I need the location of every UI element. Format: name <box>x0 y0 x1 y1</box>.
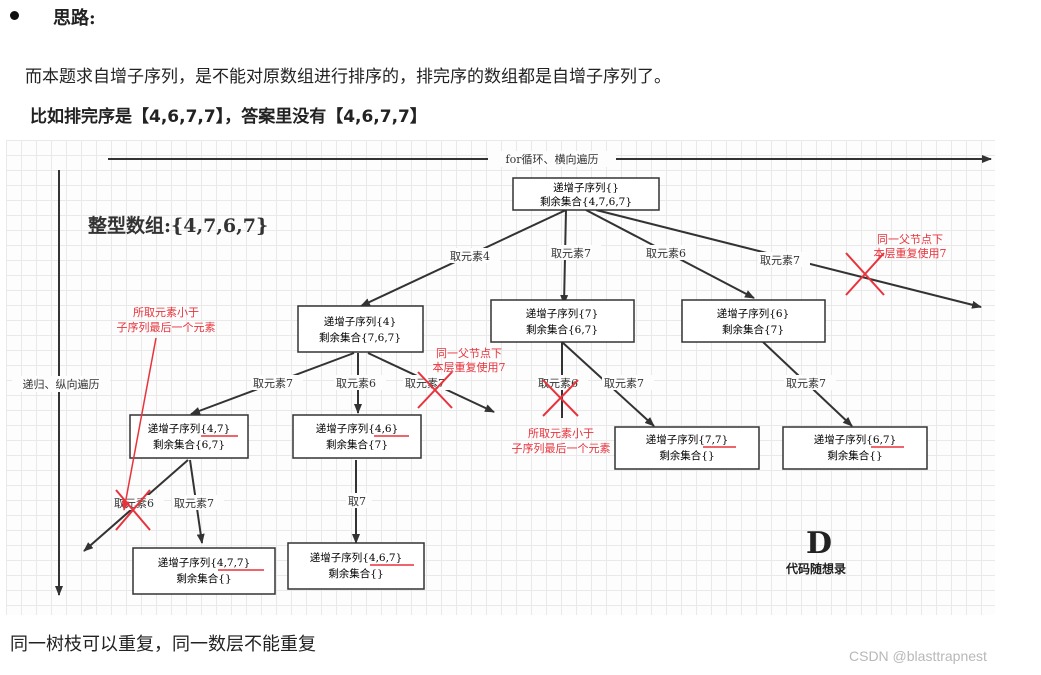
watermark: CSDN @blasttrapnest <box>849 648 987 664</box>
tree-node-4-7: 递增子序列{4,7} 剩余集合{6,7} <box>129 414 249 459</box>
svg-text:剩余集合{6,7}: 剩余集合{6,7} <box>153 438 225 451</box>
backtracking-tree-diagram: for循环、横向遍历 递归、纵向遍历 整型数组:{4,7,6,7} 递增子序列{… <box>6 140 995 615</box>
edge-label: 取元素7 <box>786 377 826 390</box>
edge-label: 取元素4 <box>450 250 490 263</box>
edge-label: 取元素7 <box>174 497 214 510</box>
annotation-text: 子序列最后一个元素 <box>512 441 611 455</box>
annotation-text: 子序列最后一个元素 <box>117 320 216 334</box>
vertical-recursion-arrow: 递归、纵向遍历 <box>12 170 110 596</box>
svg-text:剩余集合{6,7}: 剩余集合{6,7} <box>526 323 598 336</box>
svg-text:递增子序列{4,7,7}: 递增子序列{4,7,7} <box>158 556 251 569</box>
edge-label: 取元素6 <box>538 377 578 390</box>
svg-text:剩余集合{}: 剩余集合{} <box>659 449 714 462</box>
bullet-dot <box>10 11 19 20</box>
edge-label: 取元素7 <box>253 377 293 390</box>
edge-labels: 取元素4 取元素7 取元素6 取元素7 取元素7 取元素6 取元素7 取元素6 … <box>112 245 836 510</box>
tree-node-root: 递增子序列{} 剩余集合{4,7,6,7} <box>512 177 660 211</box>
cross-icon <box>845 252 885 296</box>
svg-text:递增子序列{7}: 递增子序列{7} <box>526 307 599 320</box>
annotation-text: 本层重复使用7 <box>874 246 947 260</box>
annotation-text: 所取元素小于 <box>528 427 594 440</box>
edge-label: 取元素7 <box>760 254 800 267</box>
svg-text:剩余集合{7}: 剩余集合{7} <box>326 438 388 451</box>
svg-text:剩余集合{}: 剩余集合{} <box>328 567 383 580</box>
tree-node-6: 递增子序列{6} 剩余集合{7} <box>681 299 826 343</box>
cross-icon <box>542 379 579 417</box>
edge-label: 取元素7 <box>604 377 644 390</box>
svg-text:递增子序列{7,7}: 递增子序列{7,7} <box>646 433 729 446</box>
annotation-text: 所取元素小于 <box>133 306 199 319</box>
site-logo: D 代码随想录 <box>785 526 846 576</box>
cross-icon <box>417 371 453 409</box>
svg-text:剩余集合{4,7,6,7}: 剩余集合{4,7,6,7} <box>540 195 632 208</box>
vertical-arrow-label: 递归、纵向遍历 <box>23 377 100 391</box>
edge-label: 取元素6 <box>336 377 376 390</box>
edge-label: 取7 <box>348 495 366 508</box>
svg-text:递增子序列{4,7}: 递增子序列{4,7} <box>148 422 231 435</box>
summary-text: 同一树枝可以重复，同一数层不能重复 <box>10 634 316 655</box>
annotation-arrow <box>121 337 157 511</box>
horizontal-traversal-arrow: for循环、横向遍历 <box>108 151 992 167</box>
annotation-text: 同一父节点下 <box>436 347 502 360</box>
svg-text:剩余集合{7}: 剩余集合{7} <box>722 323 784 336</box>
svg-text:剩余集合{}: 剩余集合{} <box>827 449 882 462</box>
pruned-branch-marks <box>115 252 885 531</box>
red-annotations: 同一父节点下 本层重复使用7 同一父节点下 本层重复使用7 所取元素小于 子序列… <box>117 233 947 455</box>
tree-node-7: 递增子序列{7} 剩余集合{6,7} <box>490 299 635 343</box>
svg-text:剩余集合{7,6,7}: 剩余集合{7,6,7} <box>319 331 401 344</box>
svg-text:递增子序列{4,6,7}: 递增子序列{4,6,7} <box>310 551 403 564</box>
tree-node-6-7: 递增子序列{6,7} 剩余集合{} <box>782 426 928 470</box>
svg-text:递增子序列{4}: 递增子序列{4} <box>324 315 397 328</box>
edge-label: 取元素6 <box>646 247 686 260</box>
annotation-text: 本层重复使用7 <box>433 360 506 374</box>
tree-node-4-6: 递增子序列{4,6} 剩余集合{7} <box>292 414 422 459</box>
logo-letter: D <box>806 526 832 561</box>
svg-text:递增子序列{4,6}: 递增子序列{4,6} <box>316 422 399 435</box>
array-label: 整型数组:{4,7,6,7} <box>88 214 268 237</box>
annotation-text: 同一父节点下 <box>877 233 943 246</box>
svg-text:递增子序列{6}: 递增子序列{6} <box>717 307 790 320</box>
diagram-svg: for循环、横向遍历 递归、纵向遍历 整型数组:{4,7,6,7} 递增子序列{… <box>12 151 992 596</box>
logo-text: 代码随想录 <box>785 561 846 576</box>
example-paragraph: 比如排完序是【4,6,7,7】，答案里没有【4,6,7,7】 <box>30 107 427 127</box>
tree-node-4-7-7: 递增子序列{4,7,7} 剩余集合{} <box>132 547 276 595</box>
cross-icon <box>115 489 151 531</box>
svg-text:递增子序列{}: 递增子序列{} <box>553 181 619 194</box>
edge-label: 取元素7 <box>405 377 445 390</box>
section-heading: 思路: <box>53 8 96 29</box>
tree-node-4-6-7: 递增子序列{4,6,7} 剩余集合{} <box>287 542 425 590</box>
horizontal-arrow-label: for循环、横向遍历 <box>506 152 599 166</box>
tree-node-4: 递增子序列{4} 剩余集合{7,6,7} <box>297 305 424 353</box>
tree-node-7-7: 递增子序列{7,7} 剩余集合{} <box>614 426 760 470</box>
explanation-paragraph: 而本题求自增子序列，是不能对原数组进行排序的，排完序的数组都是自增子序列了。 <box>25 67 671 87</box>
svg-text:剩余集合{}: 剩余集合{} <box>176 572 231 585</box>
svg-text:递增子序列{6,7}: 递增子序列{6,7} <box>814 433 897 446</box>
edge-label: 取元素7 <box>551 247 591 260</box>
